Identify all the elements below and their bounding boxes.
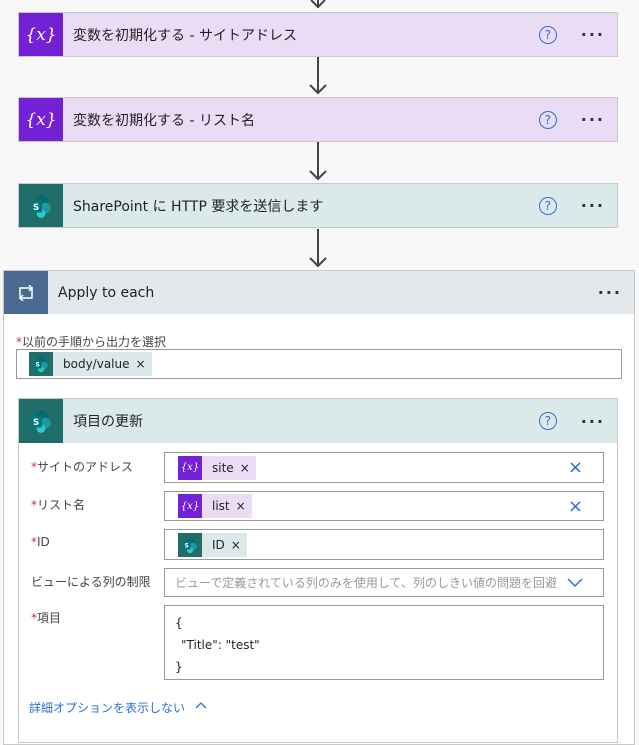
clear-icon[interactable]: ×	[567, 495, 583, 517]
apply-title: Apply to each	[58, 284, 155, 301]
variable-icon: {x}	[178, 455, 202, 480]
item-label: 項目	[37, 611, 62, 625]
site-address-input[interactable]: {x} site × ×	[164, 452, 604, 483]
variable-icon: {x}	[178, 494, 202, 518]
step-sharepoint-http[interactable]: SharePoint に HTTP 要求を送信します ? ···	[18, 183, 618, 228]
more-options-icon[interactable]: ···	[580, 411, 605, 431]
help-icon[interactable]: ?	[538, 412, 557, 430]
remove-token-icon[interactable]: ×	[135, 357, 146, 371]
help-icon[interactable]: ?	[538, 196, 557, 215]
connector-arrow	[308, 142, 328, 183]
more-options-icon[interactable]: ···	[580, 196, 605, 215]
token-body-value: body/value ×	[29, 352, 152, 376]
token-id: ID ×	[178, 532, 247, 557]
loop-icon	[4, 271, 48, 314]
token-list: {x} list ×	[178, 494, 252, 518]
more-options-icon[interactable]: ···	[580, 110, 605, 129]
required-marker: *	[31, 535, 37, 549]
apply-to-each-container: Apply to each ··· *以前の手順から出力を選択 body/val…	[3, 270, 635, 745]
update-item-header[interactable]: 項目の更新 ? ···	[19, 399, 617, 443]
select-output-label: 以前の手順から出力を選択	[22, 335, 167, 349]
json-line: }	[175, 660, 183, 674]
connector-arrow	[308, 229, 328, 270]
step-init-variable-site[interactable]: {x} 変数を初期化する - サイトアドレス ? ···	[18, 12, 618, 57]
hide-advanced-options-link[interactable]: 詳細オプションを表示しない	[29, 699, 207, 716]
remove-token-icon[interactable]: ×	[239, 460, 250, 475]
required-marker: *	[31, 611, 37, 625]
sharepoint-icon	[19, 399, 63, 443]
select-output-input[interactable]: body/value ×	[16, 349, 622, 379]
id-label: ID	[37, 535, 50, 549]
list-name-input[interactable]: {x} list × ×	[164, 491, 604, 521]
view-limit-placeholder: ビューで定義されている列のみを使用して、列のしきい値の問題を回避	[175, 576, 557, 590]
token-label: ID	[212, 537, 225, 552]
token-site: {x} site ×	[178, 455, 256, 480]
step-title: 変数を初期化する - リスト名	[73, 112, 255, 129]
view-limit-dropdown[interactable]: ビューで定義されている列のみを使用して、列のしきい値の問題を回避	[164, 568, 604, 597]
more-options-icon[interactable]: ···	[580, 25, 605, 44]
connector-arrow	[308, 0, 328, 12]
step-title: SharePoint に HTTP 要求を送信します	[73, 198, 324, 215]
step-init-variable-list[interactable]: {x} 変数を初期化する - リスト名 ? ···	[18, 97, 618, 142]
connector-arrow	[308, 57, 328, 97]
required-marker: *	[31, 460, 37, 474]
id-input[interactable]: ID ×	[164, 529, 604, 560]
sharepoint-icon	[29, 352, 53, 376]
chevron-up-icon	[195, 702, 207, 709]
json-line: "Title": "test"	[181, 638, 260, 652]
step-title: 変数を初期化する - サイトアドレス	[73, 27, 297, 44]
help-icon[interactable]: ?	[538, 25, 557, 44]
sharepoint-icon	[178, 532, 202, 557]
site-address-label: サイトのアドレス	[37, 460, 134, 474]
sharepoint-icon	[19, 184, 63, 227]
item-json-input[interactable]: { "Title": "test" }	[164, 605, 604, 680]
view-limit-label: ビューによる列の制限	[31, 575, 151, 589]
required-marker: *	[31, 498, 37, 512]
advanced-link-label: 詳細オプションを表示しない	[29, 701, 186, 715]
required-marker: *	[16, 335, 22, 349]
variable-icon: {x}	[19, 13, 63, 56]
update-item-card: 項目の更新 ? ··· *サイトのアドレス {x}site× × *リスト名 {…	[18, 398, 618, 743]
more-options-icon[interactable]: ···	[597, 283, 622, 302]
remove-token-icon[interactable]: ×	[230, 537, 241, 552]
json-line: {	[175, 616, 183, 630]
apply-to-each-header[interactable]: Apply to each ···	[4, 271, 634, 314]
list-name-label: リスト名	[37, 498, 86, 512]
token-label: body/value	[63, 357, 130, 371]
token-label: site	[212, 460, 234, 475]
step-title: 項目の更新	[73, 414, 143, 430]
token-label: list	[212, 499, 230, 513]
clear-icon[interactable]: ×	[567, 457, 583, 478]
remove-token-icon[interactable]: ×	[235, 499, 246, 513]
chevron-down-icon[interactable]	[567, 577, 583, 588]
variable-icon: {x}	[19, 98, 63, 141]
help-icon[interactable]: ?	[538, 110, 557, 129]
